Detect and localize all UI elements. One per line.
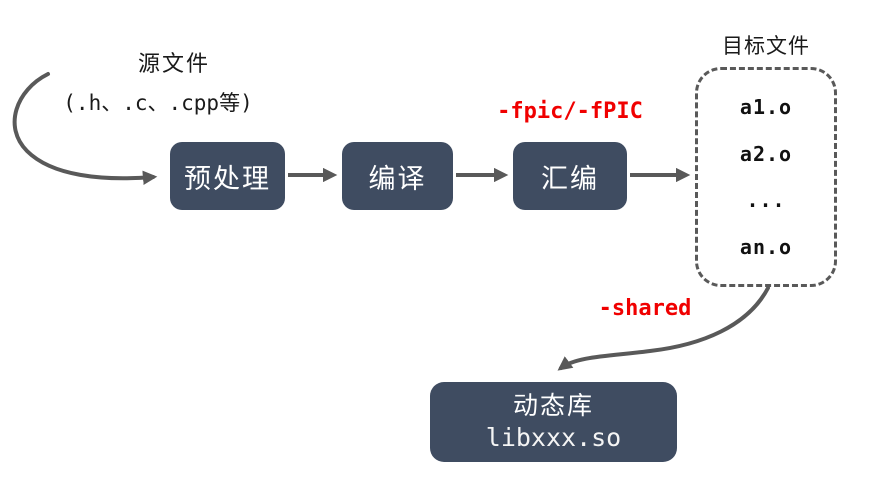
dynamic-library-box: 动态库 libxxx.so <box>430 382 677 462</box>
object-file-ellipsis: ... <box>746 188 786 213</box>
dynamic-library-title: 动态库 <box>512 391 594 420</box>
step-box-assemble: 汇编 <box>513 142 627 210</box>
object-files-group: a1.o a2.o ... an.o <box>695 67 837 287</box>
source-files-label: 源文件 <box>137 51 210 76</box>
object-file-item: an.o <box>739 234 793 259</box>
source-files-extensions-label: (.h、.c、.cpp等) <box>63 91 253 115</box>
step-box-preprocess: 预处理 <box>170 142 285 210</box>
object-files-label: 目标文件 <box>722 35 810 58</box>
step-label-compile: 编译 <box>368 163 427 194</box>
fpic-flag-label: -fpic/-fPIC <box>497 99 643 124</box>
shared-flag-label: -shared <box>598 296 692 321</box>
object-file-item: a1.o <box>739 95 793 120</box>
step-label-assemble: 汇编 <box>541 163 599 194</box>
object-file-item: a2.o <box>739 141 793 166</box>
step-box-compile: 编译 <box>342 142 453 210</box>
step-label-preprocess: 预处理 <box>184 163 271 194</box>
dynamic-library-filename: libxxx.so <box>485 423 622 452</box>
